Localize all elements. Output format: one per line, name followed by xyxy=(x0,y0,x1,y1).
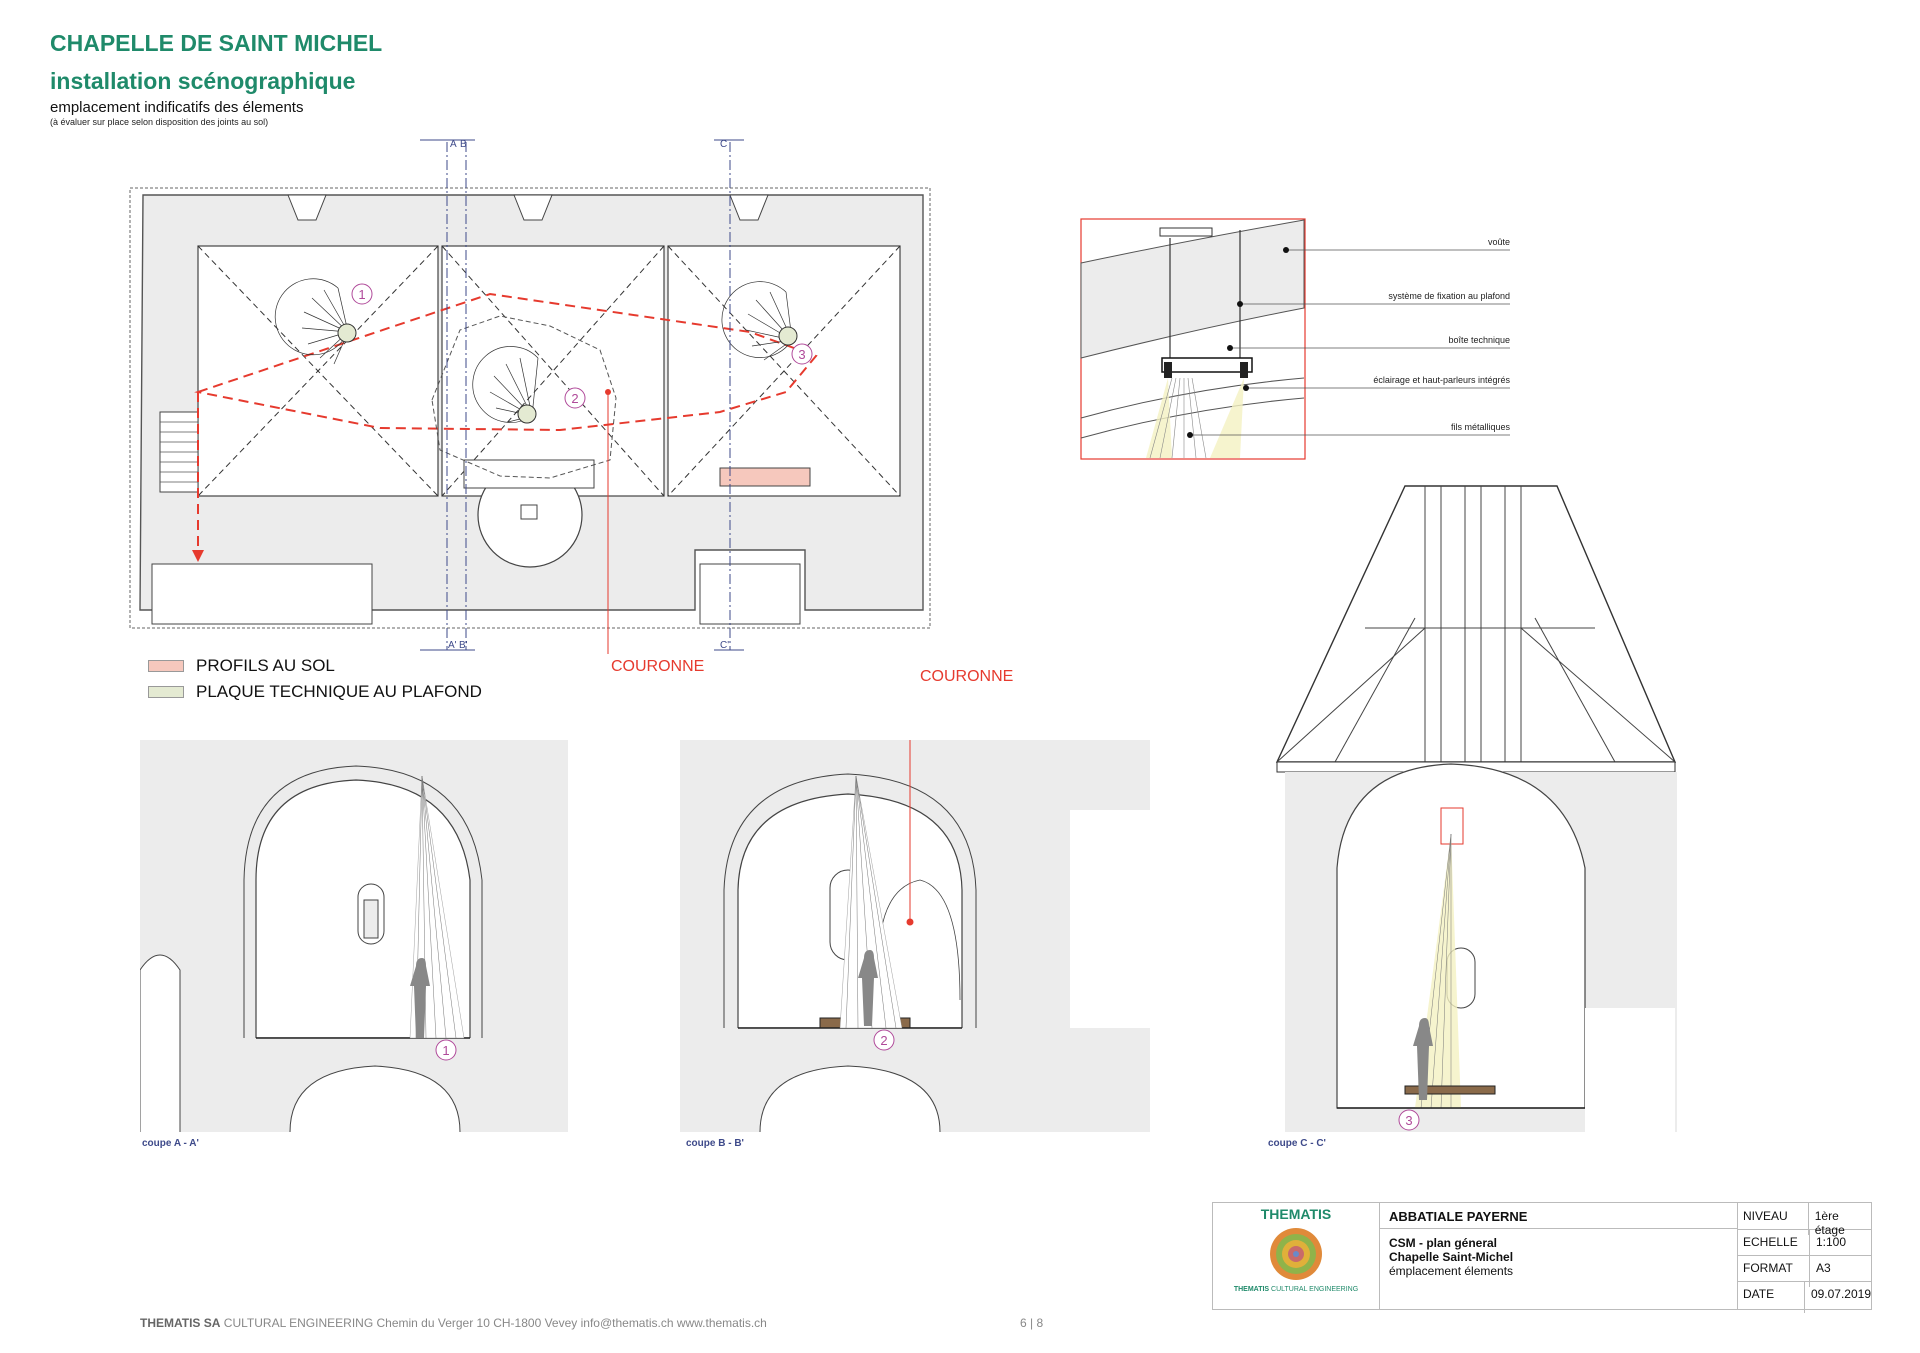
meta-value-echelle: 1:100 xyxy=(1816,1235,1847,1249)
section-c-marker: 3 xyxy=(1405,1113,1412,1128)
company-tagline: THEMATIS CULTURAL ENGINEERING xyxy=(1213,1286,1379,1293)
section-a-label: coupe A - A' xyxy=(142,1138,199,1149)
detail-label-fils: fils métalliques xyxy=(1450,422,1510,432)
meta-row-echelle: ECHELLE 1:100 xyxy=(1737,1229,1871,1261)
section-mark-a-prime: A' xyxy=(448,640,457,651)
section-mark-c: C xyxy=(720,139,727,150)
section-a-marker: 1 xyxy=(442,1043,449,1058)
section-c: 3 xyxy=(1275,485,1677,1132)
footer-company: THEMATIS SA xyxy=(140,1316,221,1330)
legend-item-plaque: PLAQUE TECHNIQUE AU PLAFOND xyxy=(148,682,482,702)
section-mark-b: B xyxy=(460,139,467,150)
meta-value-niveau: 1ère étage xyxy=(1814,1209,1845,1237)
detail-label-fixation: système de fixation au plafond xyxy=(1388,291,1510,301)
plan-marker-2: 2 xyxy=(571,391,578,406)
ceiling-detail xyxy=(1080,218,1510,460)
title-block-logo-cell: THEMATIS THEMATIS CULTURAL ENGINEERING xyxy=(1213,1203,1380,1309)
page-number: 6 | 8 xyxy=(1020,1316,1044,1330)
meta-row-niveau: NIVEAU 1ère étage xyxy=(1737,1203,1871,1237)
meta-key-format: FORMAT xyxy=(1737,1255,1810,1287)
thematis-logo-icon xyxy=(1270,1228,1322,1280)
meta-key-echelle: ECHELLE xyxy=(1737,1229,1810,1261)
meta-row-date: DATE 09.07.2019 xyxy=(1737,1281,1871,1313)
company-name: THEMATIS xyxy=(1260,1206,1332,1222)
legend-label-profils: PROFILS AU SOL xyxy=(196,656,335,675)
company-tagline-text: CULTURAL ENGINEERING xyxy=(1271,1286,1359,1293)
placement-note: emplacement indificatifs des élements xyxy=(50,99,304,116)
page-title: CHAPELLE DE SAINT MICHEL xyxy=(50,30,383,56)
title-block-project-cell: ABBATIALE PAYERNE CSM - plan géneral Cha… xyxy=(1379,1203,1738,1309)
legend-swatch-pink xyxy=(148,660,184,672)
section-mark-a: A xyxy=(450,139,457,150)
section-b-marker: 2 xyxy=(880,1033,887,1048)
drawing-line-2: Chapelle Saint-Michel xyxy=(1389,1250,1514,1264)
company-tagline-bold: THEMATIS xyxy=(1233,1286,1270,1293)
footer: THEMATIS SA CULTURAL ENGINEERING Chemin … xyxy=(140,1316,767,1330)
title-block: THEMATIS THEMATIS CULTURAL ENGINEERING A… xyxy=(1212,1202,1872,1313)
legend-swatch-green xyxy=(148,686,184,698)
section-c-label: coupe C - C' xyxy=(1268,1138,1326,1149)
meta-row-format: FORMAT A3 xyxy=(1737,1255,1871,1287)
section-mark-b-prime: B' xyxy=(459,640,468,651)
plan-marker-1: 1 xyxy=(358,287,365,302)
legend-label-plaque: PLAQUE TECHNIQUE AU PLAFOND xyxy=(196,682,482,701)
meta-value-date: 09.07.2019 xyxy=(1810,1287,1871,1301)
detail-label-voute: voûte xyxy=(1487,237,1510,247)
detail-label-boite: boîte technique xyxy=(1448,335,1510,345)
meta-key-date: DATE xyxy=(1737,1281,1805,1313)
page-subtitle: installation scénographique xyxy=(50,68,356,94)
section-a: 1 xyxy=(140,740,568,1132)
legend-item-profils: PROFILS AU SOL xyxy=(148,656,335,676)
plan-couronne-label: COURONNE xyxy=(611,658,705,675)
meta-value-format: A3 xyxy=(1816,1261,1831,1275)
title-block-meta-cell: NIVEAU 1ère étage ECHELLE 1:100 FORMAT A… xyxy=(1737,1203,1871,1313)
drawing-line-3: émplacement élements xyxy=(1389,1264,1514,1278)
section-b: 2 xyxy=(680,740,1150,1132)
placement-note-small: (à évaluer sur place selon disposition d… xyxy=(50,117,269,127)
section-couronne-label: COURONNE xyxy=(920,668,1014,685)
section-mark-c-prime: C' xyxy=(720,640,729,651)
plan-marker-3: 3 xyxy=(798,347,805,362)
project-name: ABBATIALE PAYERNE xyxy=(1379,1203,1737,1229)
section-b-label: coupe B - B' xyxy=(686,1138,744,1149)
meta-key-niveau: NIVEAU xyxy=(1737,1203,1809,1235)
floor-plan: 1 2 3 A B C A' B' C' xyxy=(129,139,931,654)
drawing-line-1: CSM - plan géneral xyxy=(1389,1236,1498,1250)
footer-details: CULTURAL ENGINEERING Chemin du Verger 10… xyxy=(223,1316,767,1330)
detail-label-eclairage: éclairage et haut-parleurs intégrés xyxy=(1373,375,1510,385)
